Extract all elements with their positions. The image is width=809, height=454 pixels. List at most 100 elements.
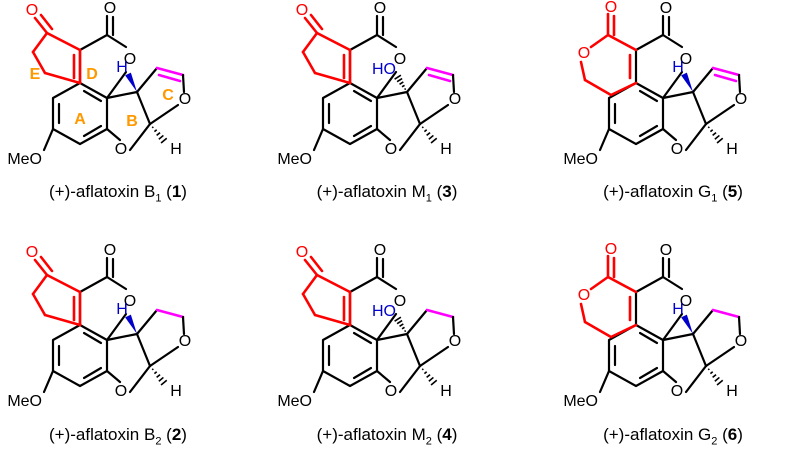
stereo-hash-bond [151, 368, 168, 386]
ring-e-bond [579, 302, 587, 324]
ketone-bond [303, 258, 319, 277]
aromatic-double-bond [638, 124, 659, 138]
ring-b-oxygen: O [115, 383, 127, 400]
compound-subscript: 2 [711, 435, 718, 448]
stereo-hash [428, 376, 434, 382]
methoxy-label: MeO [277, 151, 312, 168]
stereo-hash [716, 137, 724, 144]
ring-label-c: C [162, 87, 174, 104]
ring-b-oxygen: O [671, 383, 683, 400]
stereo-wedge-bond [125, 72, 137, 92]
ring-a-bonds [321, 323, 379, 388]
stereo-hash-bond [394, 74, 407, 91]
hydroxyl-label: HO [372, 303, 396, 320]
ring-b-bond [105, 369, 122, 384]
ring-d-bond [661, 33, 684, 49]
stereo-hash [156, 131, 161, 137]
stereo-hash [716, 379, 724, 386]
ring-c-bond [148, 345, 180, 368]
ketone-bond [39, 13, 54, 31]
ring-e-bond [609, 323, 638, 339]
ring-e-bond [301, 273, 319, 296]
ring-b-bond [661, 332, 695, 342]
compound-number: 6 [727, 425, 738, 444]
stereo-hash-bond [421, 126, 438, 144]
ring-d-bond [78, 33, 109, 52]
ring-b-bond [691, 332, 708, 368]
ring-c-oxygen: O [449, 91, 461, 108]
ring-e-bond [606, 33, 638, 52]
carbonyl-oxygen: O [660, 242, 672, 259]
stereo-h-label: H [726, 141, 738, 158]
ring-e-bond [313, 71, 352, 85]
aromatic-double-bond [638, 89, 659, 103]
ring-d-bond [105, 70, 128, 100]
ring-c-bond [451, 315, 456, 336]
ring-c-bond [418, 345, 450, 368]
ring-c-bond [148, 103, 180, 126]
ketone-oxygen: O [26, 244, 38, 261]
ring-e-bond [43, 71, 82, 85]
methoxy-bond [42, 127, 55, 152]
ring-a-bonds [51, 323, 109, 388]
compound-number: 4 [442, 425, 452, 444]
stereo-hash [712, 373, 717, 379]
stereo-hash [396, 319, 403, 325]
ketone-bond [39, 255, 54, 273]
ring-oxygen: O [394, 293, 406, 310]
ketone-oxygen: O [26, 2, 38, 19]
ring-c-double-bond [713, 73, 738, 83]
ring-b-bond [661, 90, 695, 100]
ring-c-double-bond [155, 66, 185, 77]
stereo-hash [421, 126, 424, 129]
methoxy-label: MeO [277, 393, 312, 410]
compound-letter: G [698, 182, 712, 201]
ring-c-oxygen: O [735, 91, 747, 108]
stereo-h-label: H [726, 383, 738, 400]
ring-c-bond [405, 66, 429, 94]
ring-d-bond [661, 70, 684, 100]
stereo-hash-bond [707, 126, 724, 144]
ring-e-bond [609, 81, 638, 97]
ring-b-bond [375, 127, 392, 142]
methoxy-bond [598, 127, 611, 152]
compound-letter: M [411, 425, 426, 444]
stereo-hash [156, 373, 161, 379]
ring-e-bond [313, 313, 352, 327]
ring-c-bond [405, 308, 429, 336]
ring-e-bond [301, 292, 317, 317]
stereo-hash [404, 329, 407, 333]
methoxy-label: MeO [563, 393, 598, 410]
aromatic-double-bond [82, 366, 103, 380]
compound-subscript: 2 [155, 435, 162, 448]
ring-d-bond [661, 312, 684, 342]
stereo-hash [709, 371, 714, 375]
ketone-bond [309, 255, 324, 273]
ketone-oxygen: O [296, 2, 308, 19]
ring-oxygen: O [124, 293, 136, 310]
ring-e-bond [31, 292, 47, 317]
compound-subscript: 2 [425, 435, 432, 448]
stereo-hash [709, 129, 714, 133]
ring-e-bond [583, 78, 613, 97]
methoxy-bond [312, 127, 325, 152]
ring-b-bond [684, 364, 708, 394]
ring-e-bond [301, 31, 319, 54]
aromatic-double-bond [82, 89, 103, 103]
caption-prefix: (+)-aflatoxin [603, 425, 699, 444]
compound-number: 3 [442, 182, 452, 201]
stereo-h-label: H [672, 59, 684, 76]
ring-e-bond [315, 31, 352, 52]
carbonyl-oxygen: O [660, 0, 672, 17]
ring-c-bond [181, 315, 186, 336]
compound-letter: M [411, 182, 426, 201]
ring-d-bond [634, 33, 665, 52]
ring-c-oxygen: O [449, 333, 461, 350]
methoxy-label: MeO [7, 393, 42, 410]
stereo-hash [151, 126, 154, 129]
stereo-hash [426, 131, 431, 137]
stereo-hash [712, 131, 717, 137]
ring-b-bond [661, 127, 678, 142]
